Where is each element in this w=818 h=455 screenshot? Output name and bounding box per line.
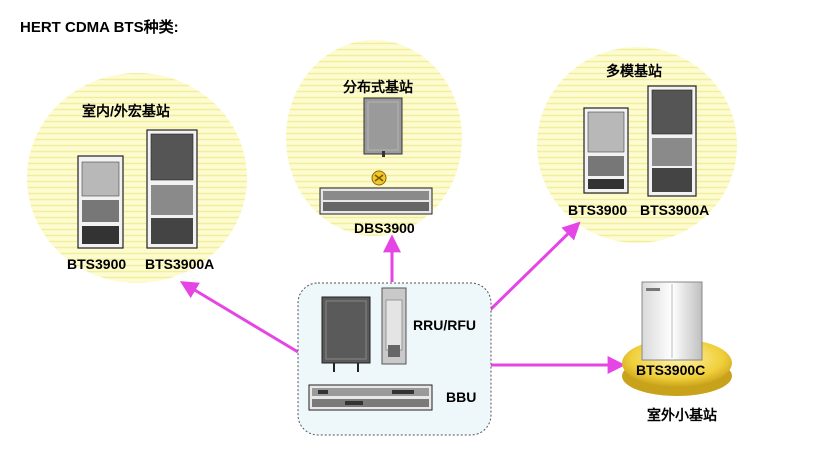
rru-device-icon [321, 296, 371, 372]
distributed-model-label: DBS3900 [354, 220, 415, 236]
bbu-device-icon [308, 384, 433, 411]
multimode-group-title: 多模基站 [606, 63, 662, 79]
bbu-label: BBU [446, 389, 477, 405]
rru-rfu-label: RRU/RFU [413, 317, 476, 333]
macro-group-title: 室内/外宏基站 [82, 103, 170, 119]
multimode-bts3900a-cabinet-icon [647, 85, 697, 197]
arrow-to-multimode [488, 221, 581, 312]
macro-model-b-label: BTS3900A [145, 256, 215, 272]
bts3900c-cabinet-icon [641, 281, 703, 361]
arrow-to-macro [179, 281, 299, 354]
rfu-device-icon [381, 287, 407, 365]
bts3900c-caption: 室外小基站 [647, 407, 717, 423]
page-title: HERT CDMA BTS种类: [20, 19, 179, 36]
multimode-bts3900-cabinet-icon [583, 107, 629, 194]
fiber-connector-icon [371, 170, 387, 186]
bts3900-cabinet-icon [77, 155, 124, 249]
bts3900c-label: BTS3900C [636, 362, 706, 378]
bts3900a-cabinet-icon [146, 129, 198, 249]
dbs3900-bbu-icon [319, 187, 433, 215]
multimode-model-b-label: BTS3900A [640, 202, 710, 218]
macro-model-a-label: BTS3900 [67, 256, 127, 272]
distributed-group-title: 分布式基站 [343, 79, 413, 95]
dbs3900-rru-icon [363, 97, 403, 157]
multimode-model-a-label: BTS3900 [568, 202, 628, 218]
